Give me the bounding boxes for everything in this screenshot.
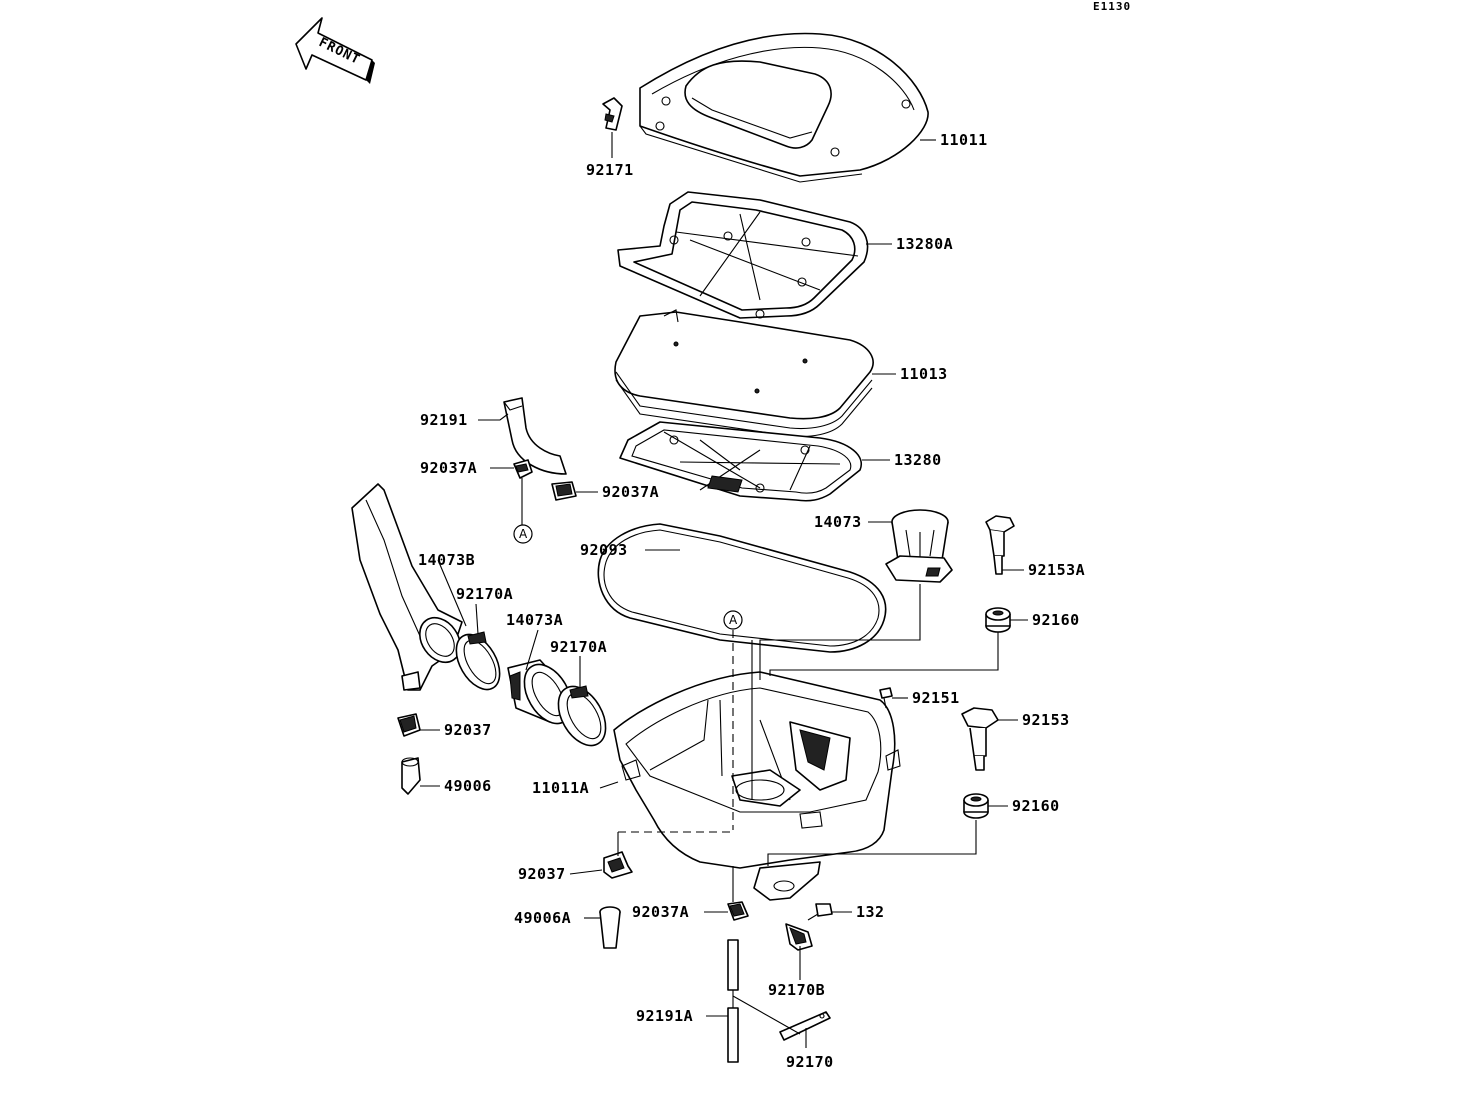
label-92191A: 92191A bbox=[636, 1007, 693, 1025]
part-labels: 11011 92171 13280A 11013 92191 13280 920… bbox=[418, 131, 1085, 1071]
air-cleaner-case bbox=[613, 671, 901, 901]
bolt-92151 bbox=[879, 687, 893, 709]
svg-text:A: A bbox=[519, 527, 528, 541]
clamp-92037-lower bbox=[603, 851, 633, 879]
clamp-92037-left bbox=[397, 713, 421, 737]
hose-clamp-92170A-left bbox=[455, 631, 501, 691]
grommet-92160-upper bbox=[985, 607, 1011, 633]
label-92191: 92191 bbox=[420, 411, 468, 429]
label-13280: 13280 bbox=[894, 451, 942, 469]
label-132: 132 bbox=[856, 903, 885, 921]
diagram-code: E1130 bbox=[1093, 0, 1131, 13]
label-11011A: 11011A bbox=[532, 779, 589, 797]
breather-hose-92191 bbox=[503, 397, 567, 475]
hose-clamp-92170A-right bbox=[557, 685, 607, 747]
label-92160-upper: 92160 bbox=[1032, 611, 1080, 629]
bolt-132 bbox=[807, 903, 833, 921]
label-13280A: 13280A bbox=[896, 235, 953, 253]
label-11011: 11011 bbox=[940, 131, 988, 149]
clamp-92037A-mid bbox=[551, 481, 577, 501]
intake-funnel-14073 bbox=[885, 509, 953, 583]
label-14073: 14073 bbox=[814, 513, 862, 531]
label-14073B: 14073B bbox=[418, 551, 475, 569]
reference-mark-a-upper: A bbox=[513, 524, 533, 544]
band-92170 bbox=[779, 1011, 831, 1041]
reference-mark-a-lower: A bbox=[723, 610, 743, 630]
drain-cap-49006A bbox=[599, 906, 621, 949]
clamp-92170B bbox=[785, 923, 813, 951]
drain-tube-92191A bbox=[727, 939, 739, 1063]
label-49006: 49006 bbox=[444, 777, 492, 795]
label-49006A: 49006A bbox=[514, 909, 571, 927]
grommet-92160-lower bbox=[963, 793, 989, 819]
bolt-92153A bbox=[985, 515, 1015, 575]
air-filter-element bbox=[614, 309, 874, 438]
bolt-92153 bbox=[961, 707, 999, 771]
label-11013: 11013 bbox=[900, 365, 948, 383]
drain-cap-49006 bbox=[401, 757, 421, 795]
label-92151: 92151 bbox=[912, 689, 960, 707]
gasket-92093 bbox=[597, 523, 887, 653]
air-cleaner-cover bbox=[639, 32, 929, 183]
label-92171: 92171 bbox=[586, 161, 634, 179]
label-92153A: 92153A bbox=[1028, 561, 1085, 579]
label-92037A-mid: 92037A bbox=[602, 483, 659, 501]
label-92037-lower: 92037 bbox=[518, 865, 566, 883]
element-holder-upper bbox=[617, 191, 869, 319]
clamp-92037A-lower bbox=[727, 901, 749, 921]
label-92037A-lower: 92037A bbox=[632, 903, 689, 921]
front-direction-arrow: FRONT bbox=[295, 17, 375, 84]
label-92170: 92170 bbox=[786, 1053, 834, 1071]
clamp-92037A-upper bbox=[513, 459, 533, 479]
label-92170A-right: 92170A bbox=[550, 638, 607, 656]
element-holder-lower bbox=[619, 421, 862, 502]
label-92093: 92093 bbox=[580, 541, 628, 559]
label-92170B: 92170B bbox=[768, 981, 825, 999]
clip-92171 bbox=[602, 97, 623, 131]
leader-lines bbox=[420, 132, 1028, 1048]
intake-duct-14073B bbox=[351, 483, 463, 691]
label-92160-lower: 92160 bbox=[1012, 797, 1060, 815]
svg-text:A: A bbox=[729, 613, 738, 627]
label-92153: 92153 bbox=[1022, 711, 1070, 729]
label-92037-left: 92037 bbox=[444, 721, 492, 739]
label-14073A: 14073A bbox=[506, 611, 563, 629]
label-92037A-upper: 92037A bbox=[420, 459, 477, 477]
label-92170A-left: 92170A bbox=[456, 585, 513, 603]
